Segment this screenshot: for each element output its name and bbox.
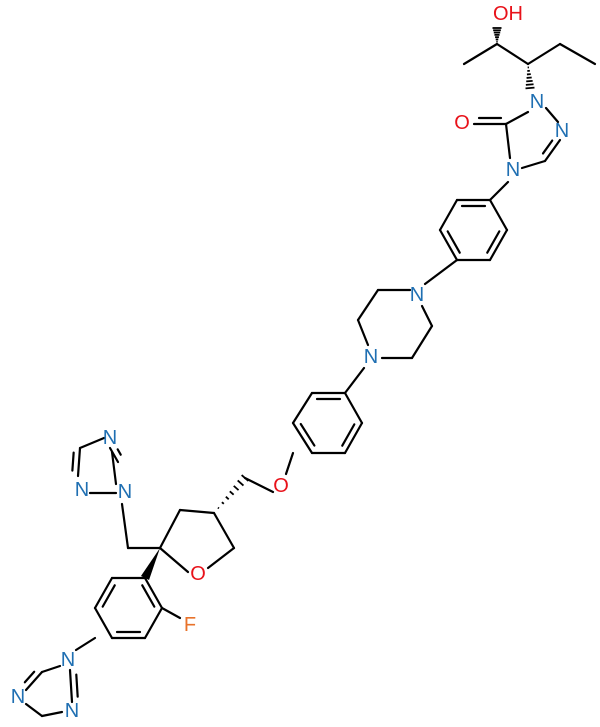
- triazolone-n1-c5: [504, 110, 530, 126]
- phenyl-low-b3: [93, 606, 114, 640]
- triazole-a-n1-label: N: [118, 481, 132, 503]
- piperazine-b5: [410, 324, 434, 360]
- thf-b1: [212, 511, 236, 550]
- triazolone-c3-n4: [520, 159, 547, 170]
- ether-oxygen-label: O: [273, 475, 289, 497]
- piperazine-to-phenyl: [343, 366, 366, 395]
- ethyl-bond-1: [526, 42, 562, 66]
- hydroxyl-label: OH: [493, 3, 523, 25]
- phenyl-mid-b5: [341, 423, 356, 447]
- thf-b4: [158, 508, 182, 550]
- thf-b2: [206, 546, 236, 570]
- phenyl-top-b3: [446, 230, 461, 254]
- fluoro-bond: [160, 606, 182, 620]
- phenyl-top-to-n: [423, 258, 459, 286]
- phenyl-top-b2: [438, 198, 459, 232]
- phenyl-low-b6: [141, 584, 156, 608]
- phenyl-low-b6: [143, 576, 164, 610]
- triazole-a-b5: [116, 448, 122, 456]
- thf-b3: [158, 546, 190, 574]
- triazole-b-b4: [40, 710, 64, 718]
- triazole-b-n4-label: N: [11, 686, 25, 708]
- ketone-oxygen-label: O: [454, 112, 470, 134]
- triazole-a-n2-label: N: [75, 479, 89, 501]
- piperazine-n-top-label: N: [410, 284, 424, 306]
- piperazine-b6: [420, 304, 434, 328]
- ethyl-bond-2: [558, 42, 597, 66]
- thf-oxygen-label: O: [190, 563, 206, 585]
- phenyl-low-b2: [93, 576, 114, 610]
- phenyl-low-b2: [101, 584, 116, 608]
- wedge-layer: [140, 27, 535, 581]
- phenyl-top-b3: [438, 228, 459, 262]
- ether-ch2-bond: [243, 476, 275, 494]
- phenyl-top-b5: [486, 230, 501, 254]
- hydroxyl-hash-bond: [492, 27, 502, 43]
- ch2-n-bond: [120, 502, 130, 550]
- triazole-b-n1-label: N: [61, 649, 75, 671]
- triazole-b-b2: [23, 670, 36, 684]
- triazole-b-b1: [40, 664, 62, 674]
- phenyl-mid-b2: [291, 391, 314, 425]
- n-hash-bond: [525, 66, 535, 90]
- methyl-bond: [462, 42, 499, 66]
- bond-layer: [23, 42, 597, 718]
- triazole-a-b5: [108, 446, 120, 464]
- piperazine-b2: [356, 288, 380, 322]
- piperazine-b3: [356, 318, 370, 347]
- triazolone-n2-c3: [541, 139, 554, 155]
- triazole-a-b1: [110, 450, 118, 486]
- thf-b5: [178, 508, 216, 515]
- aryl-wedge-bond: [140, 548, 160, 581]
- triazole-a-b2: [78, 436, 106, 450]
- thf-hash-bond: [217, 474, 249, 510]
- triazole-b-b2: [24, 670, 44, 692]
- triazole-b-b3: [24, 702, 44, 718]
- phenyl-mid-b3: [291, 421, 314, 455]
- triazole-b-n2-label: N: [65, 700, 79, 722]
- phenyl-low-b5: [143, 606, 164, 640]
- triazole-a-b3: [76, 446, 82, 478]
- phenyl-mid-b3: [299, 422, 316, 447]
- phenyl-to-triazole-b: [74, 636, 97, 652]
- piperazine-n-bottom-label: N: [364, 346, 378, 368]
- triazolone-c5-n4: [504, 122, 512, 160]
- triazole-a-b3: [71, 451, 75, 472]
- triazolone-n4-label: N: [506, 159, 520, 181]
- triazole-b-b5: [68, 668, 74, 704]
- fluorine-label: F: [184, 614, 196, 636]
- triazolone-n2-label: N: [555, 120, 569, 142]
- phenyl-mid-b6: [343, 391, 364, 425]
- triazole-a-n4-label: N: [103, 427, 117, 449]
- phenyl-mid-b5: [343, 421, 364, 455]
- triazolone-n2-c3: [543, 138, 562, 163]
- triazole-b-b5: [75, 673, 79, 698]
- phenyl-top-b6: [488, 198, 509, 232]
- triazolone-n1-n2: [544, 106, 560, 124]
- phenyl-top-link: [488, 180, 510, 202]
- phenyl-top-b5: [488, 228, 509, 262]
- chain-bond: [495, 42, 530, 66]
- phenyl-to-ether: [284, 451, 295, 476]
- atom-label-layer: OH O N N N N N O O N N N F N N N: [11, 3, 569, 722]
- triazolone-n1-label: N: [530, 91, 544, 113]
